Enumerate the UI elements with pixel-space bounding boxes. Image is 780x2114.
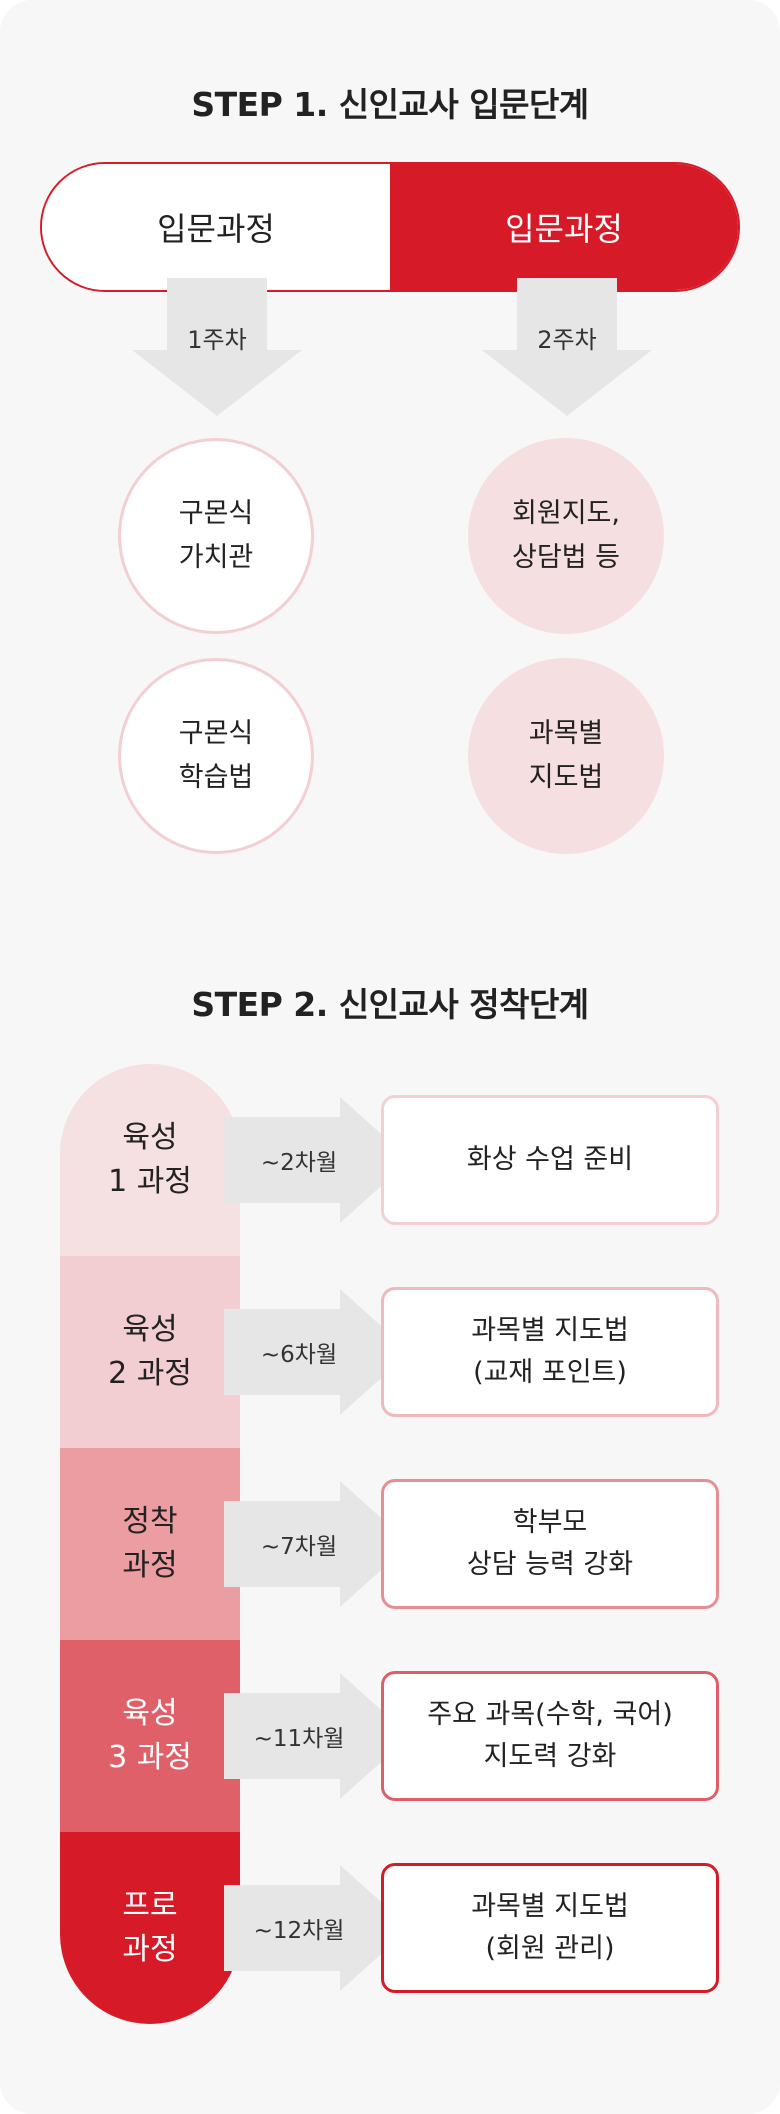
circle-member-guidance: 회원지도, 상담법 등 <box>468 438 664 634</box>
intro-course-right: 입문과정 <box>390 164 738 290</box>
stage-4-result: 주요 과목(수학, 국어) 지도력 강화 <box>381 1671 719 1801</box>
right-arrow-icon <box>224 1481 410 1607</box>
stage-5-arrow: ~12차월 <box>224 1865 410 1991</box>
stage-4-period: ~11차월 <box>253 1726 345 1752</box>
circle-subject-guidance: 과목별 지도법 <box>468 658 664 854</box>
stage-3-period: ~7차월 <box>260 1534 338 1560</box>
right-arrow-icon <box>224 1097 410 1223</box>
stage-3-arrow: ~7차월 <box>224 1481 410 1607</box>
stage-2: 육성 2 과정 <box>60 1256 240 1448</box>
week1-arrow: 1주차 <box>132 278 302 416</box>
stage-4: 육성 3 과정 <box>60 1640 240 1832</box>
intro-course-pill: 입문과정 입문과정 <box>40 162 740 292</box>
week1-label: 1주차 <box>187 326 247 354</box>
stage-1-period: ~2차월 <box>260 1150 338 1176</box>
stage-2-arrow: ~6차월 <box>224 1289 410 1415</box>
intro-course-left: 입문과정 <box>42 164 390 290</box>
down-arrow-icon <box>132 278 302 416</box>
step1-title: STEP 1. 신인교사 입문단계 <box>191 85 589 124</box>
stage-3-result: 학부모 상담 능력 강화 <box>381 1479 719 1609</box>
step2-title: STEP 2. 신인교사 정착단계 <box>191 985 589 1024</box>
right-arrow-icon <box>224 1865 410 1991</box>
week2-arrow: 2주차 <box>482 278 652 416</box>
right-arrow-icon <box>224 1673 410 1799</box>
stage-1-result: 화상 수업 준비 <box>381 1095 719 1225</box>
stage-5: 프로 과정 <box>60 1832 240 2024</box>
stage-1-arrow: ~2차월 <box>224 1097 410 1223</box>
week2-label: 2주차 <box>537 326 597 354</box>
stage-4-arrow: ~11차월 <box>224 1673 410 1799</box>
stage-5-result: 과목별 지도법 (회원 관리) <box>381 1863 719 1993</box>
stage-2-result: 과목별 지도법 (교재 포인트) <box>381 1287 719 1417</box>
stage-2-period: ~6차월 <box>260 1342 338 1368</box>
stage-1: 육성 1 과정 <box>60 1064 240 1256</box>
circle-values: 구몬식 가치관 <box>118 438 314 634</box>
down-arrow-icon <box>482 278 652 416</box>
stage-5-period: ~12차월 <box>253 1918 345 1944</box>
stage-3: 정착 과정 <box>60 1448 240 1640</box>
circle-learning-method: 구몬식 학습법 <box>118 658 314 854</box>
right-arrow-icon <box>224 1289 410 1415</box>
